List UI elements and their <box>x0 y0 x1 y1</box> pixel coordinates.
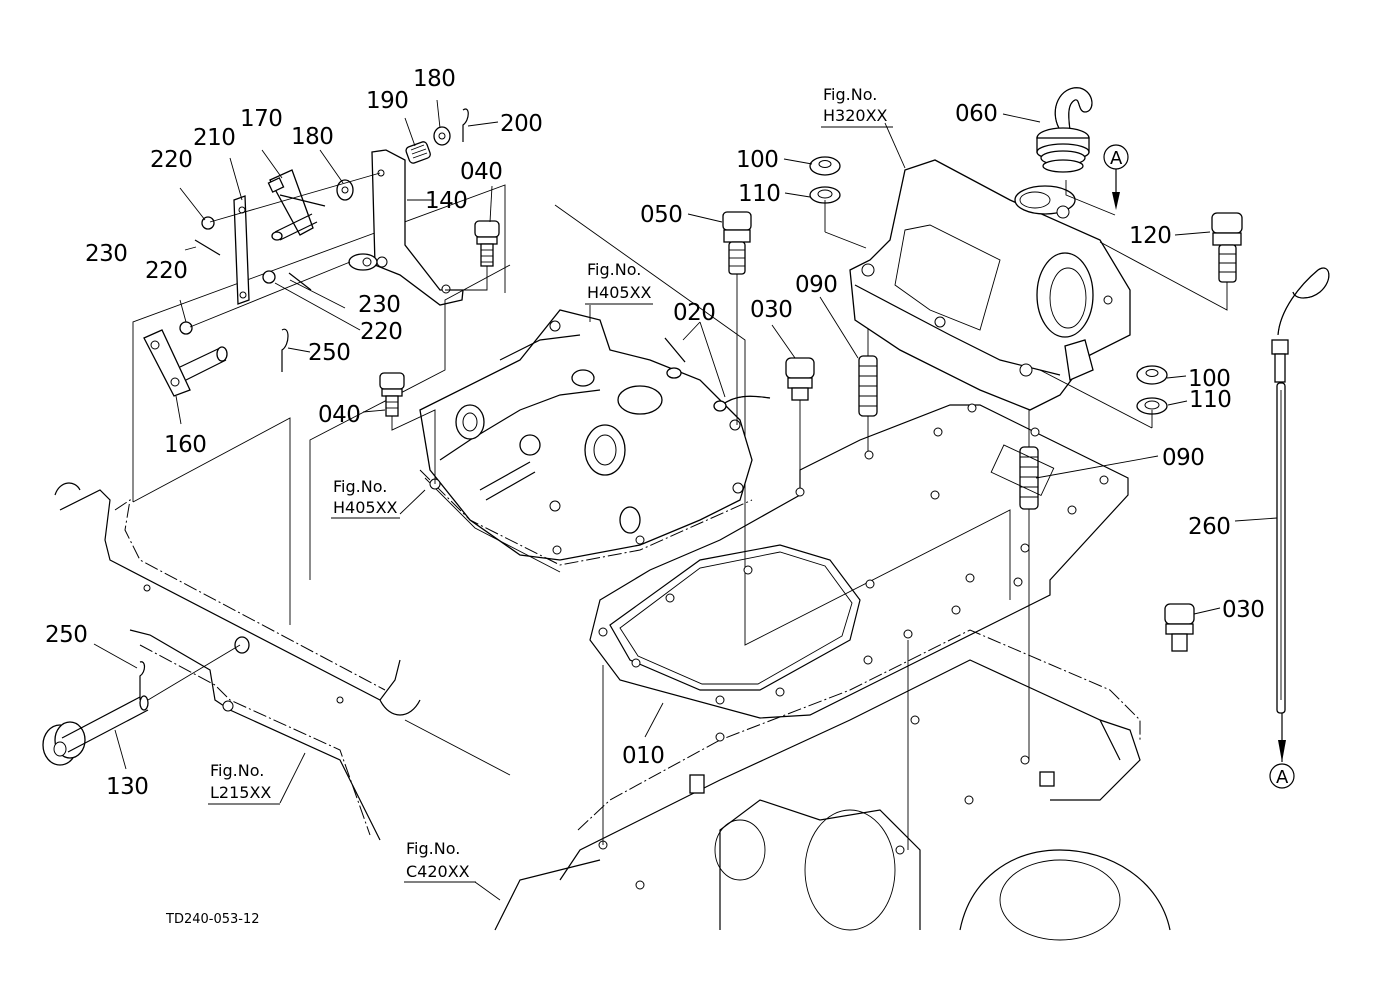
callout-100[interactable]: 100 <box>1188 366 1231 392</box>
part-090-stud[interactable] <box>858 300 878 452</box>
part-040-bolt[interactable] <box>445 220 500 291</box>
part-250-rpin[interactable] <box>281 328 289 372</box>
callout-210[interactable]: 210 <box>193 125 236 151</box>
svg-text:H320XX: H320XX <box>823 106 888 125</box>
callout-030[interactable]: 030 <box>750 297 793 323</box>
callout-110[interactable]: 110 <box>1189 387 1232 413</box>
fig-ref-h405xx-top[interactable]: Fig.No. H405XX <box>585 260 653 305</box>
part-060-oil-cap[interactable] <box>1036 87 1093 173</box>
callout-040[interactable]: 040 <box>318 402 361 428</box>
svg-text:Fig.No.: Fig.No. <box>587 260 641 279</box>
part-040b-bolt[interactable] <box>379 372 436 484</box>
part-020-fittings[interactable] <box>664 337 771 412</box>
callout-250[interactable]: 250 <box>45 622 88 648</box>
callout-170[interactable]: 170 <box>240 106 283 132</box>
svg-text:Fig.No.: Fig.No. <box>406 839 460 858</box>
part-090b-stud[interactable] <box>1019 408 1039 760</box>
part-110b-lockwasher[interactable] <box>1039 369 1168 429</box>
part-050-bolt[interactable] <box>722 211 752 425</box>
fig-ref-l215xx[interactable]: Fig.No. L215XX <box>208 761 280 805</box>
svg-text:A: A <box>1276 767 1289 788</box>
part-100-nut[interactable] <box>809 156 841 176</box>
part-140-bracket[interactable] <box>371 149 464 306</box>
callout-010[interactable]: 010 <box>622 743 665 769</box>
part-110-lockwasher[interactable] <box>809 186 867 249</box>
callout-250[interactable]: 250 <box>308 340 351 366</box>
part-190-spring[interactable] <box>405 141 431 164</box>
callout-190[interactable]: 190 <box>366 88 409 114</box>
callout-030[interactable]: 030 <box>1222 597 1265 623</box>
callout-220[interactable]: 220 <box>145 258 188 284</box>
part-100b-nut[interactable] <box>1136 365 1168 385</box>
cover-plate <box>589 403 1129 719</box>
linkage-assembly <box>132 108 506 625</box>
svg-text:A: A <box>1110 148 1123 169</box>
callout-130[interactable]: 130 <box>106 774 149 800</box>
leader-lines <box>93 99 1278 901</box>
callout-020[interactable]: 020 <box>673 300 716 326</box>
svg-text:L215XX: L215XX <box>210 783 271 802</box>
svg-text:Fig.No.: Fig.No. <box>823 85 877 104</box>
callout-labels: 010 020 030 030 040 040 050 060 090 090 … <box>45 66 1265 800</box>
fig-ref-c420xx[interactable]: Fig.No. C420XX <box>404 839 476 883</box>
svg-text:Fig.No.: Fig.No. <box>210 761 264 780</box>
callout-110[interactable]: 110 <box>738 181 781 207</box>
frame-l215 <box>54 482 511 841</box>
callout-060[interactable]: 060 <box>955 101 998 127</box>
svg-text:C420XX: C420XX <box>406 862 470 881</box>
svg-text:H405XX: H405XX <box>587 283 652 302</box>
valve-block <box>309 204 1011 646</box>
drawing-code: TD240-053-12 <box>165 912 260 927</box>
part-130-pin[interactable] <box>42 644 241 766</box>
fig-ref-h320xx[interactable]: Fig.No. H320XX <box>821 85 893 128</box>
part-030-bolt[interactable] <box>785 357 815 490</box>
connector-a-bottom: A <box>1269 713 1295 789</box>
callout-050[interactable]: 050 <box>640 202 683 228</box>
part-200-rpin[interactable] <box>462 108 469 142</box>
connector-a-top: A <box>1103 144 1129 210</box>
svg-text:H405XX: H405XX <box>333 498 398 517</box>
callout-260[interactable]: 260 <box>1188 514 1231 540</box>
callout-180[interactable]: 180 <box>413 66 456 92</box>
part-260-dipstick[interactable] <box>1271 267 1330 714</box>
housing-h320 <box>849 159 1131 411</box>
callout-200[interactable]: 200 <box>500 111 543 137</box>
callout-140[interactable]: 140 <box>425 188 468 214</box>
part-160-bracket[interactable] <box>143 329 191 397</box>
part-220b-washer[interactable] <box>262 270 276 284</box>
transmission-case <box>494 629 1171 941</box>
callout-220[interactable]: 220 <box>150 147 193 173</box>
part-220c-washer[interactable] <box>179 321 193 335</box>
callout-160[interactable]: 160 <box>164 432 207 458</box>
part-250b-rpin[interactable] <box>139 661 146 700</box>
callout-090[interactable]: 090 <box>1162 445 1205 471</box>
callout-230[interactable]: 230 <box>85 241 128 267</box>
callout-230[interactable]: 230 <box>358 292 401 318</box>
svg-text:Fig.No.: Fig.No. <box>333 477 387 496</box>
fig-ref-h405xx-left[interactable]: Fig.No. H405XX <box>331 477 400 519</box>
part-030b-bolt[interactable] <box>1164 603 1195 652</box>
callout-180[interactable]: 180 <box>291 124 334 150</box>
callout-040[interactable]: 040 <box>460 159 503 185</box>
part-120-bolt[interactable] <box>1099 212 1243 311</box>
callout-220[interactable]: 220 <box>360 319 403 345</box>
callout-100[interactable]: 100 <box>736 147 779 173</box>
callout-090[interactable]: 090 <box>795 272 838 298</box>
callout-120[interactable]: 120 <box>1129 223 1172 249</box>
